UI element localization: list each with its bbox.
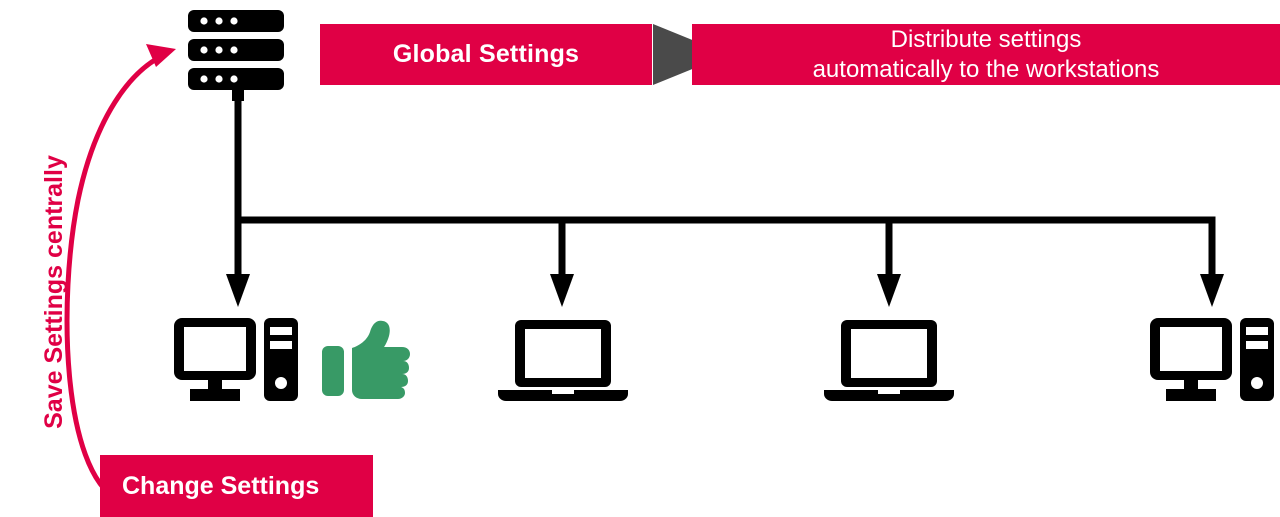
workstation-desktop-4-icon (1150, 318, 1274, 401)
thumbs-up-icon (322, 320, 410, 399)
banner-distribute-settings[interactable]: Distribute settings automatically to the… (692, 24, 1280, 85)
feedback-arrowhead (146, 44, 176, 67)
banner-change-settings[interactable]: Change Settings (100, 455, 373, 517)
banner-global-settings-label: Global Settings (392, 40, 580, 68)
banner-distribute-line-2: automatically to the workstations (812, 55, 1160, 83)
arrowhead-down-3 (877, 274, 901, 307)
workstation-laptop-2-icon (498, 320, 628, 401)
side-label-text: Save Settings centrally (39, 155, 68, 429)
distribute-triangle-icon (653, 24, 728, 85)
banner-distribute-line-1: Distribute settings (890, 26, 1082, 54)
arrowhead-down-4 (1200, 274, 1224, 307)
banner-global-settings[interactable]: Global Settings (320, 24, 652, 85)
workstation-desktop-1-icon (174, 318, 298, 401)
arrowhead-down-1 (226, 274, 250, 307)
side-label-save-settings-centrally: Save Settings centrally (34, 142, 74, 442)
workstation-laptop-3-icon (824, 320, 954, 401)
arrowhead-down-2 (550, 274, 574, 307)
banner-change-settings-label: Change Settings (122, 471, 320, 500)
server-icon (188, 10, 284, 101)
feedback-curve-path (64, 51, 169, 503)
